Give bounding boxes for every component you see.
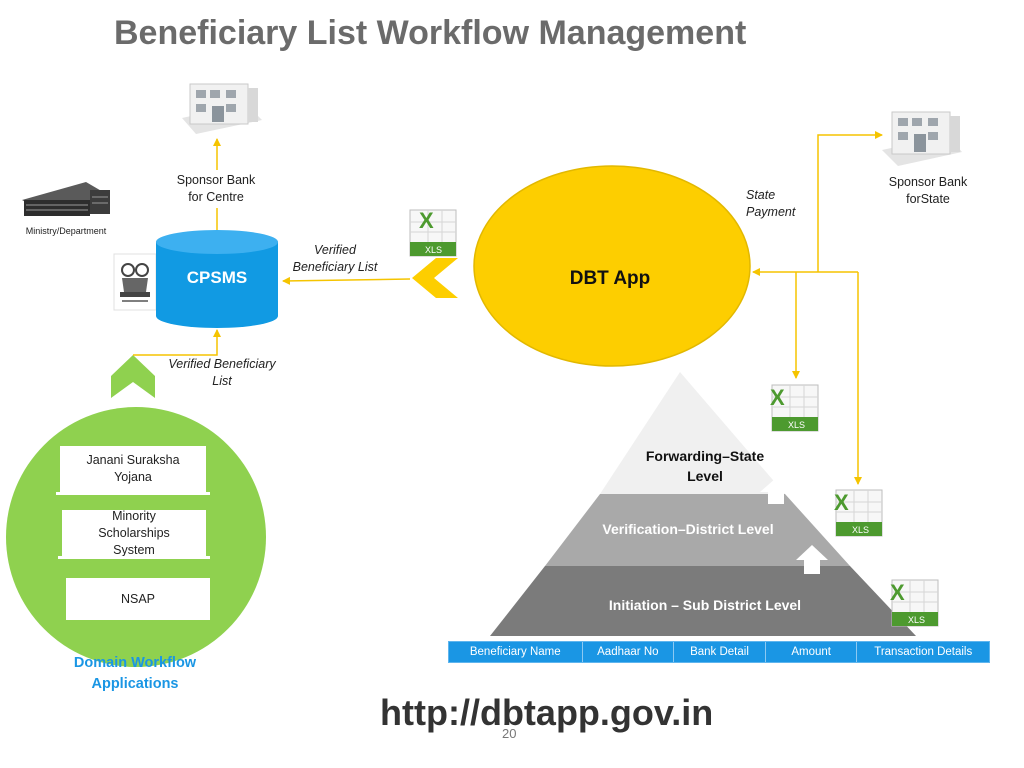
ministry-label: Ministry/Department — [25, 226, 107, 236]
sponsor-bank-centre-label: Sponsor Bank for Centre — [176, 173, 256, 204]
column-header: Bank Detail — [674, 642, 766, 662]
svg-text:X: X — [770, 385, 785, 410]
dbt-app-ellipse — [473, 165, 751, 367]
bank-building-icon — [182, 83, 262, 134]
svg-text:XLS: XLS — [425, 245, 442, 255]
up-arrow-icon — [796, 545, 828, 574]
svg-text:XLS: XLS — [788, 420, 805, 430]
verified-list-label-left: Verified Beneficiary List — [168, 357, 276, 388]
chevron-up-icon — [111, 355, 155, 398]
domain-app-janani: Janani Suraksha Yojana — [60, 446, 206, 492]
website-url: http://dbtapp.gov.in — [380, 692, 714, 733]
excel-file-icon: X XLS — [834, 489, 883, 537]
pyramid-initiation-label: Initiation – Sub District Level — [608, 597, 802, 613]
svg-text:XLS: XLS — [852, 525, 869, 535]
divider — [56, 492, 210, 495]
state-bank-building-icon — [882, 111, 962, 166]
column-header: Amount — [766, 642, 858, 662]
national-emblem-icon — [113, 253, 157, 311]
pyramid-forwarding-label: Forwarding–State Level — [645, 448, 765, 484]
svg-text:X: X — [890, 580, 905, 605]
cpsms-database-icon — [156, 230, 278, 328]
ministry-building-icon — [22, 182, 110, 216]
domain-caption: Domain Workflow Applications — [73, 655, 197, 692]
domain-app-minority: Minority Scholarships System — [62, 509, 206, 557]
excel-file-icon: X XLS — [409, 208, 457, 257]
page-number: 20 — [502, 726, 517, 741]
svg-text:XLS: XLS — [908, 615, 925, 625]
verified-list-label-top: Verified Beneficiary List — [292, 243, 378, 274]
cpsms-label: CPSMS — [186, 268, 248, 287]
excel-file-icon: X XLS — [770, 384, 819, 432]
dbt-app-label: DBT App — [569, 268, 651, 289]
divider — [58, 556, 210, 559]
up-arrow-icon — [760, 478, 792, 504]
svg-text:X: X — [834, 490, 849, 515]
excel-file-icon: X XLS — [890, 579, 939, 627]
state-payment-label: State Payment — [746, 188, 796, 219]
chevron-left-icon — [412, 258, 458, 298]
xls-letter: X — [419, 208, 434, 233]
domain-app-nsap: NSAP — [66, 578, 210, 620]
column-header: Transaction Details — [874, 646, 973, 658]
beneficiary-table-header: Beneficiary Name Aadhaar No Bank Detail … — [448, 641, 990, 663]
pyramid-verification-label: Verification–District Level — [602, 521, 774, 537]
column-header: Aadhaar No — [583, 642, 675, 662]
approval-pyramid — [490, 372, 916, 636]
sponsor-bank-state-label: Sponsor Bank forState — [888, 175, 968, 206]
page-title: Beneficiary List Workflow Management — [114, 14, 747, 52]
column-header: Beneficiary Name — [449, 642, 583, 662]
